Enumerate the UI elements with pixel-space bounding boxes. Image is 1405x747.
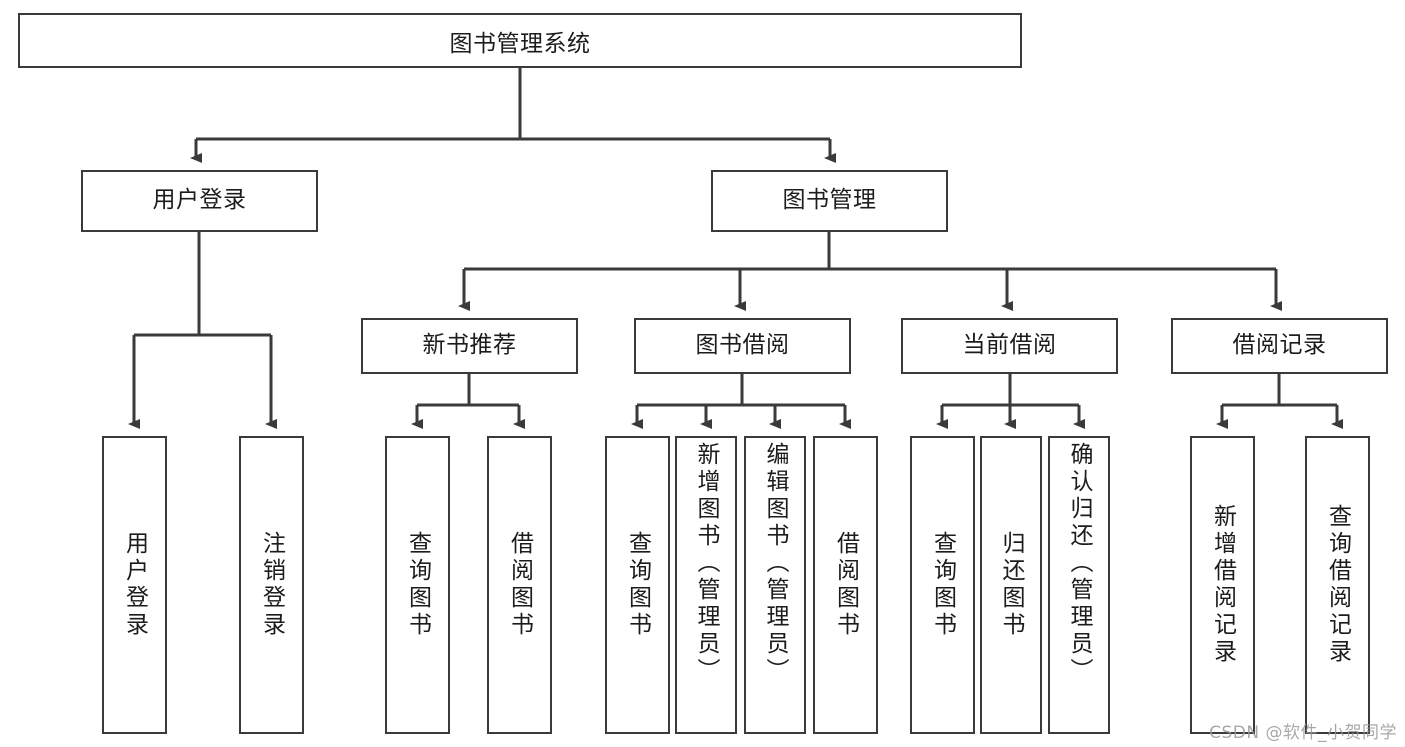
csdn-watermark: CSDN @软件_小贺同学 (1209, 723, 1397, 743)
leaf-query-book-borrow[interactable]: 查询图书 (605, 436, 670, 734)
leaf-logout[interactable]: 注销登录 (239, 436, 304, 734)
node-label: 注销登录 (258, 531, 285, 639)
node-label: 确认归还（管理员） (1066, 442, 1092, 685)
node-label: 新书推荐 (422, 332, 517, 359)
node-label: 编辑图书（管理员） (762, 442, 788, 685)
node-book-management[interactable]: 图书管理 (711, 170, 948, 232)
leaf-add-book-admin[interactable]: 新增图书（管理员） (675, 436, 737, 734)
leaf-query-book-current[interactable]: 查询图书 (910, 436, 975, 734)
node-root-system[interactable]: 图书管理系统 (18, 13, 1022, 68)
leaf-query-book-recommend[interactable]: 查询图书 (385, 436, 450, 734)
node-label: 图书管理 (782, 187, 877, 214)
node-label: 借阅图书 (506, 531, 533, 639)
node-user-login[interactable]: 用户登录 (81, 170, 318, 232)
node-borrow-record[interactable]: 借阅记录 (1171, 318, 1388, 374)
leaf-confirm-return-admin[interactable]: 确认归还（管理员） (1048, 436, 1110, 734)
node-new-book-recommend[interactable]: 新书推荐 (361, 318, 578, 374)
node-label: 借阅图书 (832, 531, 859, 639)
node-label: 用户登录 (152, 187, 247, 214)
leaf-edit-book-admin[interactable]: 编辑图书（管理员） (744, 436, 806, 734)
node-current-borrow[interactable]: 当前借阅 (901, 318, 1118, 374)
node-label: 查询图书 (404, 531, 431, 639)
node-book-borrow[interactable]: 图书借阅 (634, 318, 851, 374)
node-label: 图书管理系统 (449, 30, 591, 57)
node-label: 新增借阅记录 (1209, 504, 1236, 666)
leaf-add-borrow-record[interactable]: 新增借阅记录 (1190, 436, 1255, 734)
node-label: 查询借阅记录 (1324, 504, 1351, 666)
node-label: 归还图书 (998, 531, 1024, 639)
node-label: 借阅记录 (1232, 332, 1327, 359)
leaf-borrow-book-recommend[interactable]: 借阅图书 (487, 436, 552, 734)
leaf-borrow-book[interactable]: 借阅图书 (813, 436, 878, 734)
node-label: 新增图书（管理员） (693, 442, 719, 685)
node-label: 查询图书 (929, 531, 956, 639)
node-label: 查询图书 (624, 531, 651, 639)
leaf-user-login[interactable]: 用户登录 (102, 436, 167, 734)
node-label: 用户登录 (121, 531, 148, 639)
node-label: 图书借阅 (695, 332, 790, 359)
leaf-query-borrow-record[interactable]: 查询借阅记录 (1305, 436, 1370, 734)
node-label: 当前借阅 (962, 332, 1057, 359)
leaf-return-book[interactable]: 归还图书 (980, 436, 1042, 734)
